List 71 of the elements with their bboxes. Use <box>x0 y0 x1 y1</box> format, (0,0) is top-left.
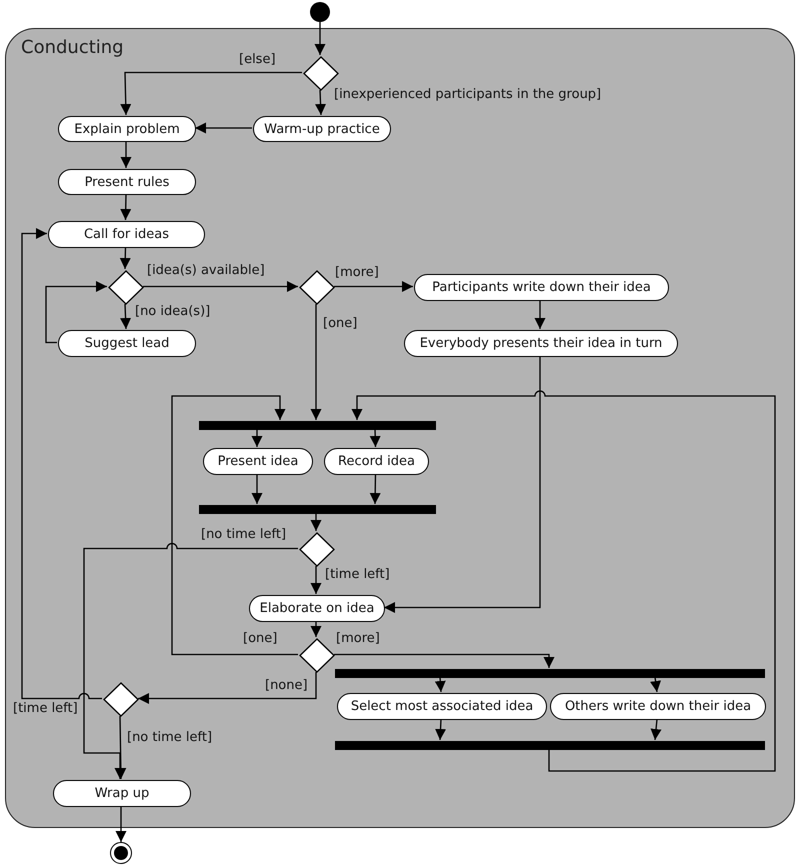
flow-arrow <box>310 513 322 531</box>
flow-arrow <box>116 806 126 842</box>
activity-region <box>5 28 795 828</box>
decision-diamond <box>299 532 335 567</box>
decision-diamond <box>108 270 144 305</box>
guard-label: [no time left] <box>126 730 214 745</box>
flow-arrow <box>138 672 317 704</box>
guard-label: [one] <box>242 631 278 646</box>
final-node <box>110 842 132 864</box>
action-node: Wrap up <box>53 780 191 807</box>
guard-label: [no idea(s)] <box>134 304 212 319</box>
flow-arrow <box>650 718 662 740</box>
flow-arrow <box>370 428 381 448</box>
guard-label: [time left] <box>324 567 391 582</box>
flow-arrow <box>334 654 554 668</box>
flow-arrow <box>120 246 131 270</box>
flow-arrow <box>143 281 298 292</box>
flow-arrow <box>534 300 546 329</box>
guard-label: [one] <box>322 316 358 331</box>
guard-label: [idea(s) available] <box>146 263 266 278</box>
flow-arrow <box>310 304 322 420</box>
flow-arrow <box>314 22 326 55</box>
guard-label: [else] <box>238 52 277 67</box>
flow-arrow <box>650 676 661 692</box>
initial-node <box>310 2 330 22</box>
flow-arrow <box>120 72 302 116</box>
flow-arrow <box>252 429 262 447</box>
flow-arrow <box>45 281 107 344</box>
synchronization-bar <box>335 669 765 678</box>
guard-label: [time left] <box>12 701 79 716</box>
guard-label: [none] <box>264 678 309 693</box>
flow-arrow <box>83 542 298 779</box>
flow-arrow <box>352 392 776 772</box>
action-node: Others write down their idea <box>550 693 766 720</box>
action-node: Participants write down their idea <box>414 274 669 301</box>
action-node: Elaborate on idea <box>249 595 385 622</box>
synchronization-bar <box>199 421 436 430</box>
flow-arrow <box>21 228 102 700</box>
action-node: Select most associated idea <box>337 693 547 720</box>
guard-label: [more] <box>334 265 380 280</box>
flow-arrow <box>195 122 252 134</box>
flow-arrow <box>334 281 413 292</box>
synchronization-bar <box>199 505 436 514</box>
action-node: Suggest lead <box>58 330 196 357</box>
region-title: Conducting <box>21 37 124 58</box>
action-node: Record idea <box>324 448 429 475</box>
flow-arrow <box>310 566 322 594</box>
flow-arrow <box>171 395 298 656</box>
flow-arrow <box>384 356 541 613</box>
guard-label: [no time left] <box>200 527 288 542</box>
action-node: Explain problem <box>58 116 196 142</box>
flow-arrow <box>370 474 381 504</box>
action-node: Call for ideas <box>48 221 205 248</box>
action-node: Present rules <box>58 169 196 195</box>
flow-arrow <box>120 141 132 168</box>
flow-arrow <box>120 194 132 220</box>
synchronization-bar <box>335 741 765 750</box>
decision-diamond <box>299 638 335 673</box>
action-node: Warm-up practice <box>253 116 391 142</box>
flow-arrow <box>252 474 262 504</box>
flow-arrow <box>434 676 446 692</box>
decision-diamond <box>103 682 139 717</box>
guard-label: [inexperienced participants in the group] <box>333 87 602 102</box>
guard-label: [more] <box>335 631 381 646</box>
flow-arrow <box>310 621 322 637</box>
action-node: Everybody presents their idea in turn <box>404 330 678 357</box>
decision-diamond <box>299 270 335 305</box>
flow-arrow <box>315 90 326 116</box>
action-node: Present idea <box>203 448 313 475</box>
flow-arrow <box>435 718 446 740</box>
flow-arrow <box>120 304 132 330</box>
